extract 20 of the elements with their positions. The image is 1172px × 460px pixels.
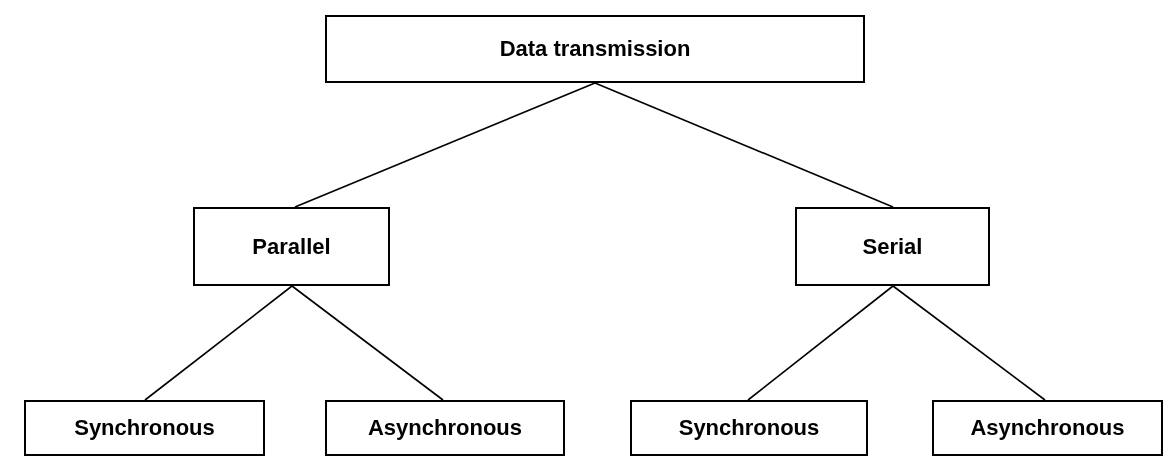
process-box (795, 207, 990, 286)
node-label: Asynchronous (970, 415, 1125, 441)
connector-line (892, 285, 1046, 401)
node-label: Data transmission (499, 36, 691, 62)
process-box (24, 400, 265, 456)
process-box (630, 400, 868, 456)
node-label: Serial (862, 233, 923, 260)
node-label: Synchronous (74, 415, 215, 441)
process-box (325, 400, 565, 456)
connector-line (594, 82, 894, 208)
connector-line (144, 285, 293, 401)
process-box (193, 207, 390, 286)
node-label: Parallel (252, 233, 331, 260)
node-label: Synchronous (678, 415, 820, 441)
process-box (325, 15, 865, 83)
node-label: Asynchronous (368, 415, 522, 441)
connector-line (294, 82, 596, 208)
connector-line (747, 285, 894, 401)
connector-line (291, 285, 444, 401)
process-box (932, 400, 1163, 456)
